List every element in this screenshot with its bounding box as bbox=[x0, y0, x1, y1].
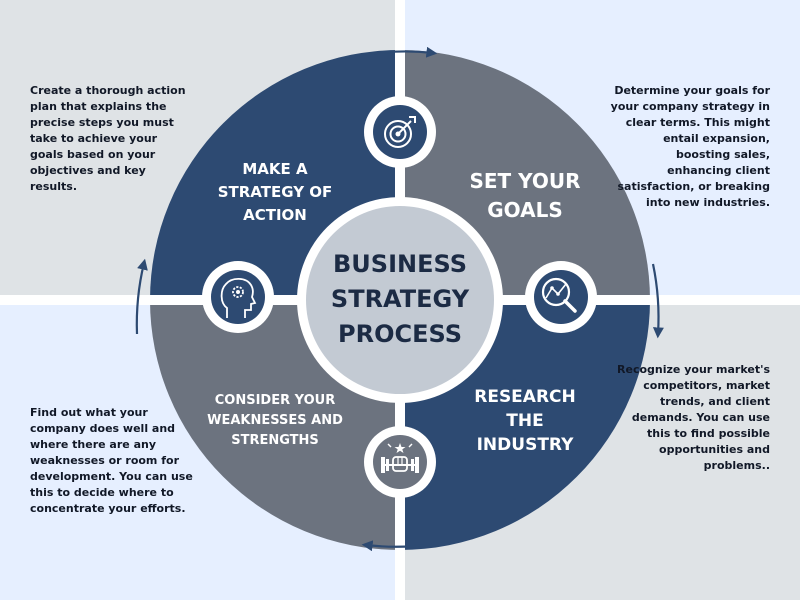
center-title-line3: PROCESS bbox=[338, 320, 462, 348]
circular-arrow-icon bbox=[361, 540, 435, 552]
head-gear-icon bbox=[202, 261, 274, 333]
segment-label-make-strategy-1: MAKE A bbox=[242, 160, 308, 178]
description-set-goals: Determine your goals for your company st… bbox=[610, 84, 770, 209]
circular-arrow-icon bbox=[135, 258, 148, 335]
center-title-line2: STRATEGY bbox=[331, 285, 470, 313]
center-title-line1: BUSINESS bbox=[333, 250, 467, 278]
magnifier-chart-icon bbox=[525, 261, 597, 333]
dumbbell-fist-icon bbox=[364, 426, 436, 498]
segment-label-set-goals-2: GOALS bbox=[487, 198, 563, 222]
segment-label-make-strategy-2: STRATEGY OF bbox=[218, 183, 333, 201]
segment-label-set-goals-1: SET YOUR bbox=[469, 169, 580, 193]
segment-label-research-2: THE bbox=[506, 411, 543, 431]
segment-label-consider-1: CONSIDER YOUR bbox=[215, 393, 335, 408]
description-make-strategy: Create a thorough action plan that expla… bbox=[30, 84, 186, 193]
center-circle-fill bbox=[306, 206, 494, 394]
description-research-industry: Recognize your market's competitors, mar… bbox=[617, 363, 770, 472]
circular-arrow-icon bbox=[362, 46, 438, 58]
segment-label-research-3: INDUSTRY bbox=[477, 435, 574, 455]
segment-label-consider-3: STRENGTHS bbox=[231, 433, 319, 448]
segment-label-consider-2: WEAKNESSES AND bbox=[207, 413, 343, 428]
target-icon bbox=[364, 96, 436, 168]
circular-arrow-icon bbox=[651, 263, 664, 339]
segment-label-research-1: RESEARCH bbox=[474, 387, 576, 407]
segment-label-make-strategy-3: ACTION bbox=[243, 206, 307, 224]
description-consider-weaknesses: Find out what your company does well and… bbox=[30, 406, 193, 515]
